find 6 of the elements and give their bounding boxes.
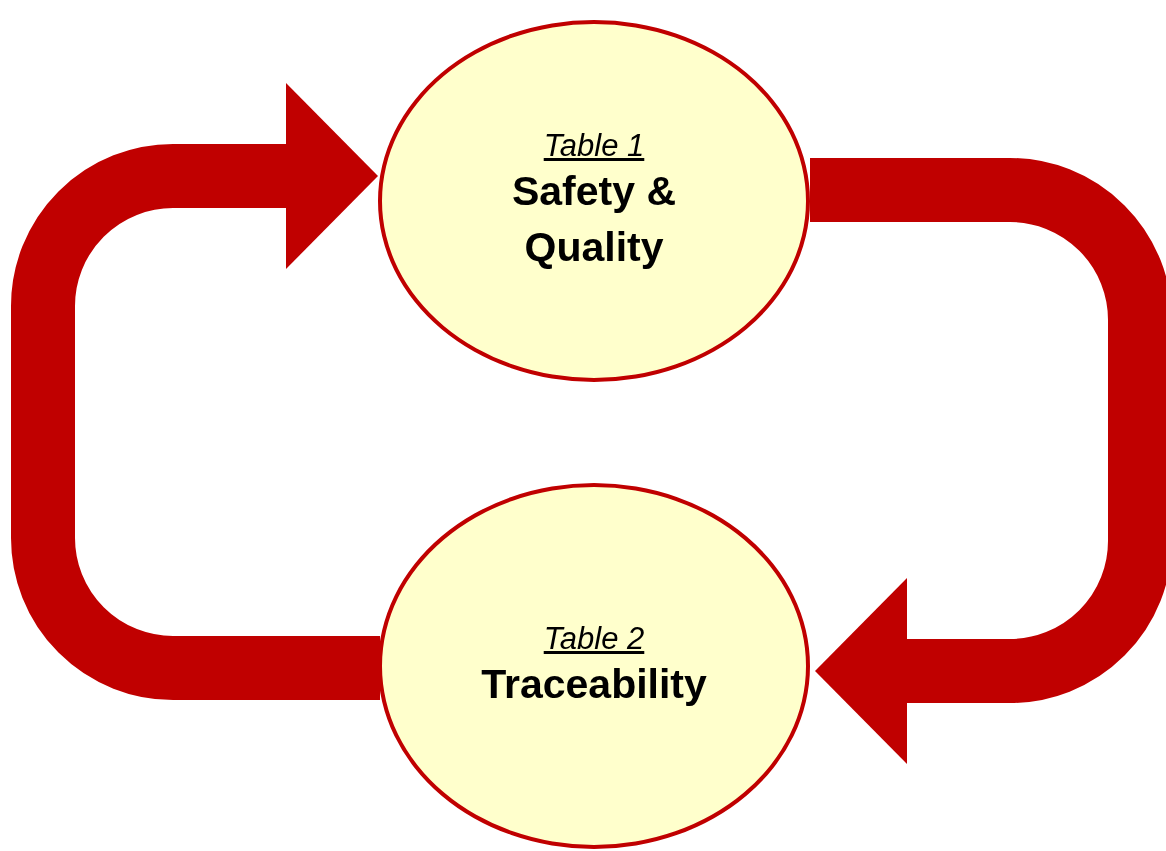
table-reference: Table 1 xyxy=(543,127,645,165)
table-reference: Table 2 xyxy=(543,619,645,657)
loop-arrow xyxy=(11,83,380,700)
node-title: Traceability xyxy=(480,659,708,709)
node-title: Safety & Quality xyxy=(510,167,678,272)
loop-arrow xyxy=(810,158,1166,764)
